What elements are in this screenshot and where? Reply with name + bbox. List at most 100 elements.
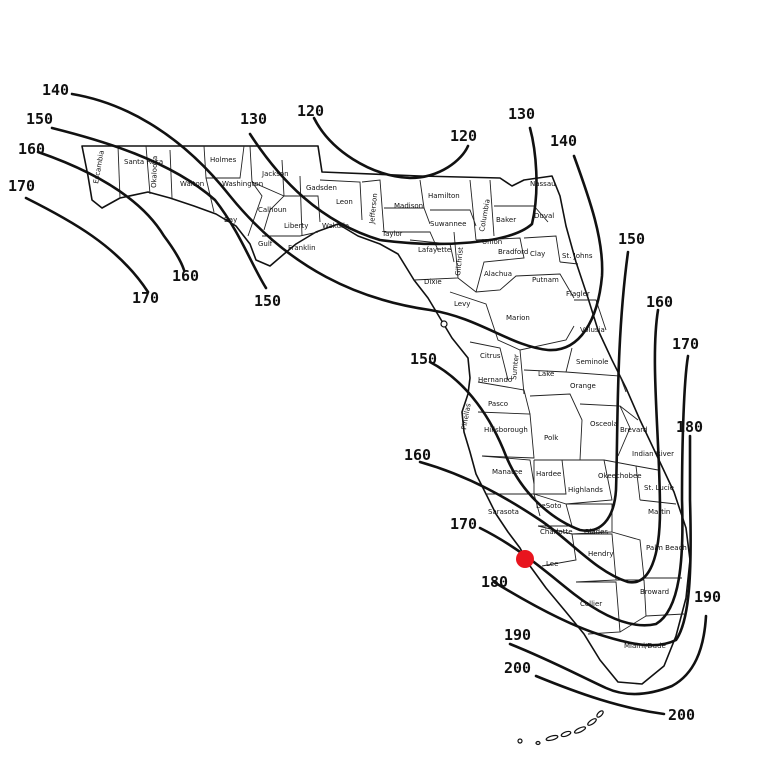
county-name: Washington [222,180,263,188]
county-name: Bay [224,216,237,224]
county-name: Okaloosa [150,156,159,188]
contour-150-north [50,126,268,290]
county-name: Seminole [576,358,608,366]
county-name: DeSoto [536,502,561,510]
county-name: St. Johns [562,252,593,260]
county-name: Jackson [261,170,289,178]
contour-200 [534,674,666,716]
contour-120 [312,116,470,180]
contour-label: 150 [618,230,645,248]
county-name: Santa Rosa [124,158,163,166]
county-name: Liberty [284,222,308,230]
county-name: Marion [506,314,530,322]
county-name: Madison [394,202,423,210]
contour-label: 150 [26,110,53,128]
county-name: Orange [570,382,596,390]
county-name: Polk [544,434,559,442]
contour-label: 120 [450,127,477,145]
county-name: Hamilton [428,192,460,200]
contour-label: 170 [672,335,699,353]
county-name: Baker [496,216,516,224]
county-name: Lee [546,560,558,568]
county-name: Clay [530,250,545,258]
contour-140 [70,92,604,352]
contour-label: 160 [18,140,45,158]
contour-label: 150 [254,292,281,310]
county-name: Hillsborough [484,426,528,434]
contour-170-north [24,196,150,294]
contour-label: 160 [172,267,199,285]
county-name: Sumter [510,354,521,380]
county-name: Volusia [580,326,605,334]
county-name: Glades [584,528,608,536]
county-name: Suwannee [430,220,466,228]
county-name: Highlands [568,486,603,494]
county-name: Collier [580,600,602,608]
florida-outline [81,145,691,685]
county-name: Levy [454,300,470,308]
county-name: Franklin [288,244,316,252]
florida-keys [440,320,604,746]
wind-speed-contours [24,92,708,716]
county-name: Gilchrist [454,246,465,276]
contour-label: 180 [676,418,703,436]
contour-label: 200 [504,659,531,677]
contour-label: 140 [550,132,577,150]
county-name: Manatee [492,468,522,476]
county-boundaries [117,145,685,635]
county-name: Hendry [588,550,613,558]
contour-labels: 120 120 130 130 140 140 150 150 150 150 … [8,81,721,724]
contour-label: 170 [132,289,159,307]
county-name: Flagler [566,290,590,298]
county-name: Hardee [536,470,561,478]
contour-label: 180 [481,573,508,591]
contour-label: 130 [508,105,535,123]
county-name: Alachua [484,270,512,278]
contour-130 [248,126,538,246]
contour-160-north [36,150,186,272]
county-name: Jefferson [368,193,379,225]
county-name: Sarasota [488,508,519,516]
contour-label: 120 [297,102,324,120]
county-name: Nassau [530,180,556,188]
county-name: Gulf [258,240,273,248]
contour-label: 200 [668,706,695,724]
county-name: Indian River [632,450,674,458]
contour-label: 170 [450,515,477,533]
county-name: Lake [538,370,554,378]
county-name: Pasco [488,400,508,408]
county-name: Leon [336,198,353,206]
county-name: Taylor [381,230,403,238]
location-marker [516,550,534,568]
county-name: Broward [640,588,669,596]
contour-label: 170 [8,177,35,195]
county-name: Dixie [424,278,442,286]
contour-label: 140 [42,81,69,99]
county-name: Gadsden [306,184,337,192]
county-name: Putnam [532,276,559,284]
county-name: Bradford [498,248,528,256]
contour-160-south [418,308,662,584]
county-name: Wakulla [322,222,349,230]
contour-label: 150 [410,350,437,368]
county-name: Osceola [590,420,618,428]
county-name: Palm Beach [646,544,687,552]
county-name: Calhoun [258,206,287,214]
county-name: Union [482,238,502,246]
county-name: Okeechobee [598,472,642,480]
contour-180 [492,434,692,647]
contour-label: 160 [404,446,431,464]
county-name: Duval [534,212,554,220]
county-name: Hernando [478,376,512,384]
contour-label: 130 [240,110,267,128]
county-name: Lafayette [418,246,451,254]
contour-label: 190 [504,626,531,644]
contour-190 [508,614,708,696]
county-name: Citrus [480,352,501,360]
county-name: Holmes [210,156,237,164]
county-name: Brevard [620,426,647,434]
contour-150-south [428,250,630,532]
contour-170-south [478,354,690,627]
contour-label: 160 [646,293,673,311]
